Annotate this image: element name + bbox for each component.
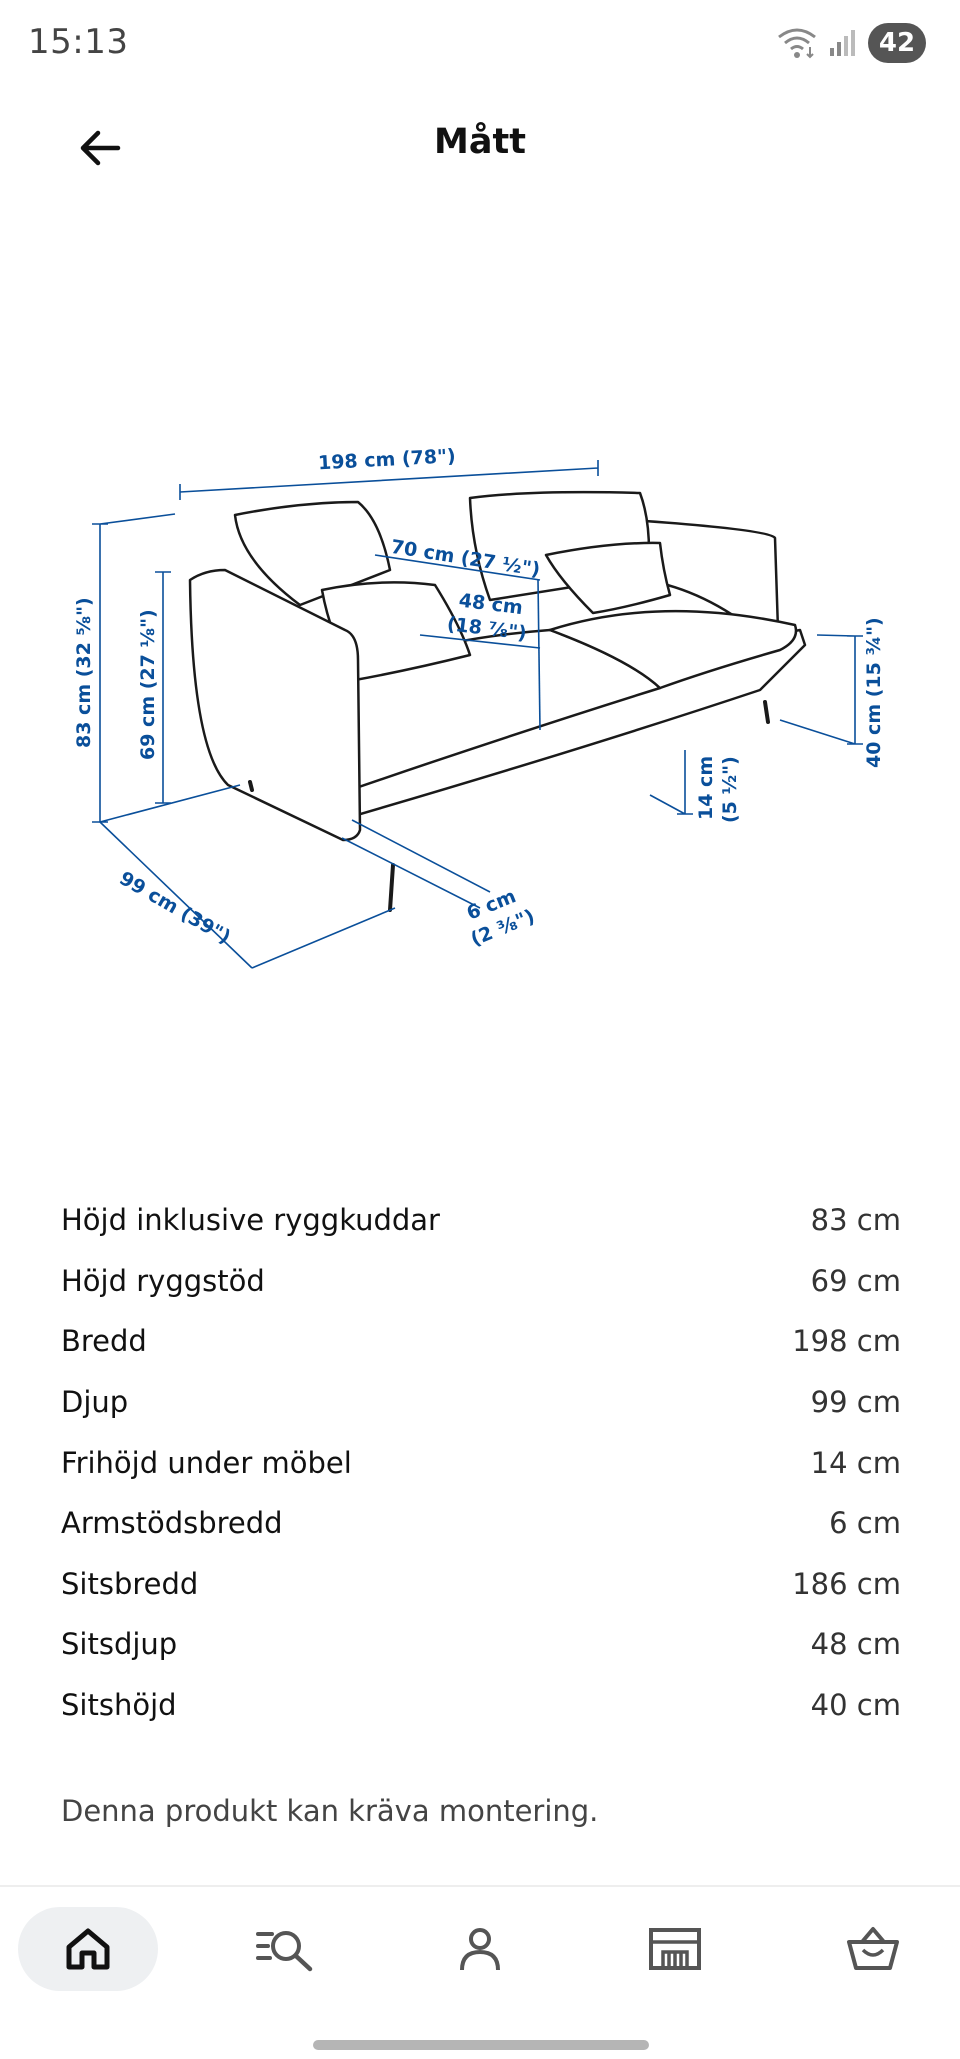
dimension-lines <box>92 460 863 969</box>
dimension-label: Bredd <box>61 1324 147 1359</box>
home-icon <box>66 1928 110 1970</box>
label-seat-height: 40 cm (15 ¾") <box>863 617 885 768</box>
label-height-back: 69 cm (27 ⅛") <box>137 609 159 760</box>
dimension-value: 40 cm <box>810 1688 901 1723</box>
nav-account[interactable] <box>425 1907 535 1991</box>
back-button[interactable] <box>70 120 130 176</box>
label-clearance-line2: (5 ½") <box>719 756 741 823</box>
wifi-icon <box>778 28 816 59</box>
dimension-row: Armstödsbredd 6 cm <box>61 1493 901 1554</box>
dimension-label: Djup <box>61 1385 129 1420</box>
account-icon <box>460 1928 500 1971</box>
dimension-label: Sitsbredd <box>61 1566 199 1601</box>
dimension-value: 14 cm <box>810 1445 901 1480</box>
dimension-label: Frihöjd under möbel <box>61 1445 352 1480</box>
dimension-row: Djup 99 cm <box>61 1372 901 1433</box>
store-icon <box>649 1928 701 1970</box>
bottom-nav <box>0 1887 960 2017</box>
sofa-drawing <box>188 490 807 912</box>
dimension-row: Bredd 198 cm <box>61 1311 901 1372</box>
dimensions-list: Höjd inklusive ryggkuddar 83 cm Höjd ryg… <box>61 1190 901 1735</box>
nav-store[interactable] <box>620 1907 730 1991</box>
bottom-nav-divider <box>0 1885 960 1887</box>
assembly-note: Denna produkt kan kräva montering. <box>61 1794 599 1828</box>
sofa-dimension-diagram: 198 cm (78") 70 cm (27 ½") 48 cm (18 ⅞")… <box>73 445 885 969</box>
home-indicator[interactable] <box>313 2040 649 2050</box>
dimension-value: 198 cm <box>792 1324 901 1359</box>
dimension-row: Frihöjd under möbel 14 cm <box>61 1432 901 1493</box>
signal-icon <box>830 30 855 56</box>
dimension-value: 6 cm <box>829 1506 901 1541</box>
dimension-value: 186 cm <box>792 1566 901 1601</box>
dimension-value: 48 cm <box>810 1627 901 1662</box>
dimension-row: Höjd inklusive ryggkuddar 83 cm <box>61 1190 901 1251</box>
battery-level: 42 <box>878 28 916 58</box>
status-time: 15:13 <box>28 22 129 62</box>
dimension-label: Armstödsbredd <box>61 1506 283 1541</box>
label-depth: 99 cm (39") <box>116 867 235 948</box>
dimension-row: Sitsdjup 48 cm <box>61 1614 901 1675</box>
arrow-left-icon <box>80 130 121 166</box>
battery-icon: 42 <box>868 23 926 63</box>
dimension-value: 83 cm <box>810 1203 901 1238</box>
status-icons: 42 <box>776 22 926 64</box>
dimension-row: Sitshöjd 40 cm <box>61 1675 901 1736</box>
dimension-row: Sitsbredd 186 cm <box>61 1554 901 1615</box>
basket-icon <box>847 1927 899 1970</box>
label-width: 198 cm (78") <box>318 445 457 474</box>
dimension-value: 99 cm <box>810 1385 901 1420</box>
dimension-row: Höjd ryggstöd 69 cm <box>61 1251 901 1312</box>
label-height-total: 83 cm (32 ⅝") <box>73 597 95 748</box>
status-bar: 15:13 42 <box>0 0 960 86</box>
app-header: Mått <box>0 100 960 196</box>
nav-home[interactable] <box>18 1907 158 1991</box>
dimension-label: Sitsdjup <box>61 1627 178 1662</box>
dimension-label: Höjd ryggstöd <box>61 1263 265 1298</box>
dimension-value: 69 cm <box>810 1263 901 1298</box>
nav-search[interactable] <box>230 1907 340 1991</box>
page-title: Mått <box>434 122 526 162</box>
search-list-icon <box>256 1931 313 1972</box>
nav-cart[interactable] <box>818 1907 928 1991</box>
dimension-label: Sitshöjd <box>61 1688 177 1723</box>
label-clearance-line1: 14 cm <box>695 756 717 820</box>
dimension-label: Höjd inklusive ryggkuddar <box>61 1203 440 1238</box>
